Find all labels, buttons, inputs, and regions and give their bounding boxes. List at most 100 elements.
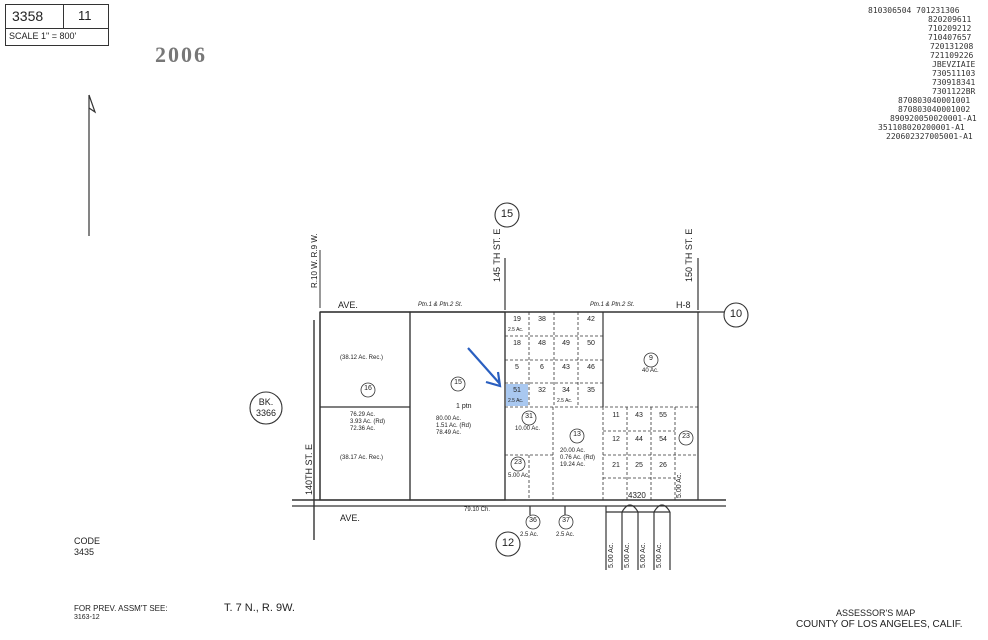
map-book-number: 3358 bbox=[12, 8, 44, 24]
top-ave-code: H-8 bbox=[676, 300, 691, 310]
note-line: 220602327005001-A1 bbox=[886, 132, 973, 141]
parcel-16-note2: (38.17 Ac. Rec.) bbox=[340, 455, 384, 461]
note-line: 730918341 bbox=[932, 78, 976, 87]
st-145-label: 145 TH ST. E bbox=[492, 228, 502, 282]
note-line: JBEVZIAIE bbox=[932, 60, 976, 69]
parcel-9-area: 40 Ac. bbox=[642, 368, 659, 374]
parcel-31-area: 10.00 Ac. bbox=[515, 426, 541, 432]
circled-refs bbox=[249, 202, 749, 557]
grid-parcel: 42 bbox=[587, 316, 595, 323]
pointer-arrow-icon bbox=[467, 347, 502, 388]
parcel-23-area: 5.00 Ac. bbox=[508, 473, 530, 479]
ref-left-bk: BK. 3366 bbox=[255, 397, 277, 418]
prev-assmt-value: 3163-12 bbox=[74, 614, 100, 621]
grid-parcel: 18 bbox=[513, 340, 521, 347]
grid-parcel: 19 bbox=[513, 316, 521, 323]
small-parcel: 43 bbox=[635, 412, 643, 419]
code-value: 3435 bbox=[74, 547, 95, 557]
grid-area-label: 2.5 Ac. bbox=[508, 327, 524, 333]
code-label: CODE bbox=[74, 536, 101, 546]
small-parcel: 11 bbox=[612, 412, 620, 419]
scale-box bbox=[5, 28, 109, 46]
highlighted-parcel bbox=[506, 384, 528, 406]
parcel-15-number: 15 bbox=[454, 379, 462, 386]
header-divider bbox=[63, 4, 64, 28]
parcel-36-area: 2.5 Ac. bbox=[520, 532, 539, 538]
parcel-37-number: 37 bbox=[562, 517, 570, 524]
grid-parcel: 35 bbox=[587, 387, 595, 394]
parcel-13-net: 19.24 Ac. bbox=[560, 462, 586, 468]
map-year: 2006 bbox=[155, 42, 207, 67]
top-ave-label: AVE. bbox=[338, 300, 358, 310]
grid-parcel: 5 bbox=[515, 364, 519, 371]
small-parcel: 21 bbox=[612, 462, 620, 469]
parcel-31-number: 31 bbox=[525, 413, 533, 420]
top-ave-note-right: Ptn.1 & Ptn.2 St. bbox=[590, 302, 635, 308]
small-parcel: 23 bbox=[682, 433, 690, 440]
range-line-label: R.10 W. R.9 W. bbox=[310, 233, 319, 288]
small-parcel: 26 bbox=[659, 462, 667, 469]
parcel-circles bbox=[360, 352, 694, 530]
note-line: 820209611 710209212 bbox=[928, 15, 972, 33]
dim-7910: 79.10 Ch. bbox=[464, 507, 491, 513]
grid-parcel: 48 bbox=[538, 340, 546, 347]
grid-parcel: 6 bbox=[540, 364, 544, 371]
grid-parcel: 38 bbox=[538, 316, 546, 323]
parcel-13-number: 13 bbox=[573, 431, 581, 438]
small-parcel: 25 bbox=[635, 462, 643, 469]
map-title: ASSESSOR'S MAP bbox=[836, 608, 916, 618]
bottom-ave-label: AVE. bbox=[340, 513, 360, 523]
parcel-9-number: 9 bbox=[649, 355, 653, 362]
parcel-15-road: 1.51 Ac. (Rd) bbox=[436, 423, 472, 429]
top-ave-note-left: Ptn.1 & Ptn.2 St. bbox=[418, 302, 463, 308]
strip-area: 5.00 Ac. bbox=[608, 542, 615, 568]
note-line: 730511103 bbox=[932, 69, 976, 78]
ref-top: 15 bbox=[500, 208, 514, 220]
small-parcel: 54 bbox=[659, 436, 667, 443]
st-150-label: 150 TH ST. E bbox=[684, 228, 694, 282]
grid-parcel: 34 bbox=[562, 387, 570, 394]
grid-parcel: 49 bbox=[562, 340, 570, 347]
parcel-37-area: 2.5 Ac. bbox=[556, 532, 575, 538]
parcel-16-number: 16 bbox=[364, 385, 372, 392]
parcel-36-number: 36 bbox=[529, 517, 537, 524]
grid-parcel: 43 bbox=[562, 364, 570, 371]
small-parcel: 55 bbox=[659, 412, 667, 419]
small-parcel: 44 bbox=[635, 436, 643, 443]
note-line: 720131208 bbox=[930, 42, 974, 51]
grid-area-label: 2.5 Ac. bbox=[557, 398, 573, 404]
parcel-16-note1: (38.12 Ac. Rec.) bbox=[340, 355, 384, 361]
grid-parcel-highlighted: 51 bbox=[513, 387, 521, 394]
ref-bottom: 12 bbox=[501, 537, 515, 549]
note-line: 710407657 bbox=[928, 33, 972, 42]
strip-area: 5.00 Ac. bbox=[640, 542, 647, 568]
note-line: 870803040001001 bbox=[898, 96, 971, 105]
grid-parcel: 50 bbox=[587, 340, 595, 347]
map-page-number: 11 bbox=[78, 8, 92, 23]
parcel-15-net: 78.49 Ac. bbox=[436, 430, 462, 436]
parcel-13-area: 20.00 Ac. bbox=[560, 448, 586, 454]
strip-area: 5.00 Ac. bbox=[624, 542, 631, 568]
parcel-23-number: 23 bbox=[514, 459, 522, 466]
parcel-15-area: 80.00 Ac. bbox=[436, 416, 462, 422]
notes-block: 810306504 701231306 820209611 710209212 … bbox=[868, 6, 984, 141]
note-line: 351108020200001-A1 bbox=[878, 123, 965, 132]
note-line: 890920050020001-A1 bbox=[890, 114, 977, 123]
ref-right: 10 bbox=[729, 308, 743, 320]
parcel-16-net: 72.36 Ac. bbox=[350, 426, 376, 432]
township-label: T. 7 N., R. 9W. bbox=[224, 602, 295, 614]
note-line: 721109226 bbox=[930, 51, 974, 60]
note-line: 7301122BR bbox=[932, 87, 976, 96]
strip-area: 5.00 Ac. bbox=[656, 542, 663, 568]
prev-assmt-label: FOR PREV. ASSM'T SEE: bbox=[74, 604, 168, 613]
strip-area: 5.00 Ac. bbox=[676, 472, 683, 498]
parcel-16-road: 3.93 Ac. (Rd) bbox=[350, 419, 386, 425]
north-arrow-icon bbox=[88, 94, 97, 236]
map-subtitle: COUNTY OF LOS ANGELES, CALIF. bbox=[796, 619, 963, 630]
grid-area-label: 2.5 Ac. bbox=[508, 398, 524, 404]
grid-parcel: 32 bbox=[538, 387, 546, 394]
scale-label: SCALE 1" = 800' bbox=[9, 31, 77, 41]
parcel-13-road: 0.76 Ac. (Rd) bbox=[560, 455, 596, 461]
note-line: 810306504 701231306 bbox=[868, 6, 960, 15]
